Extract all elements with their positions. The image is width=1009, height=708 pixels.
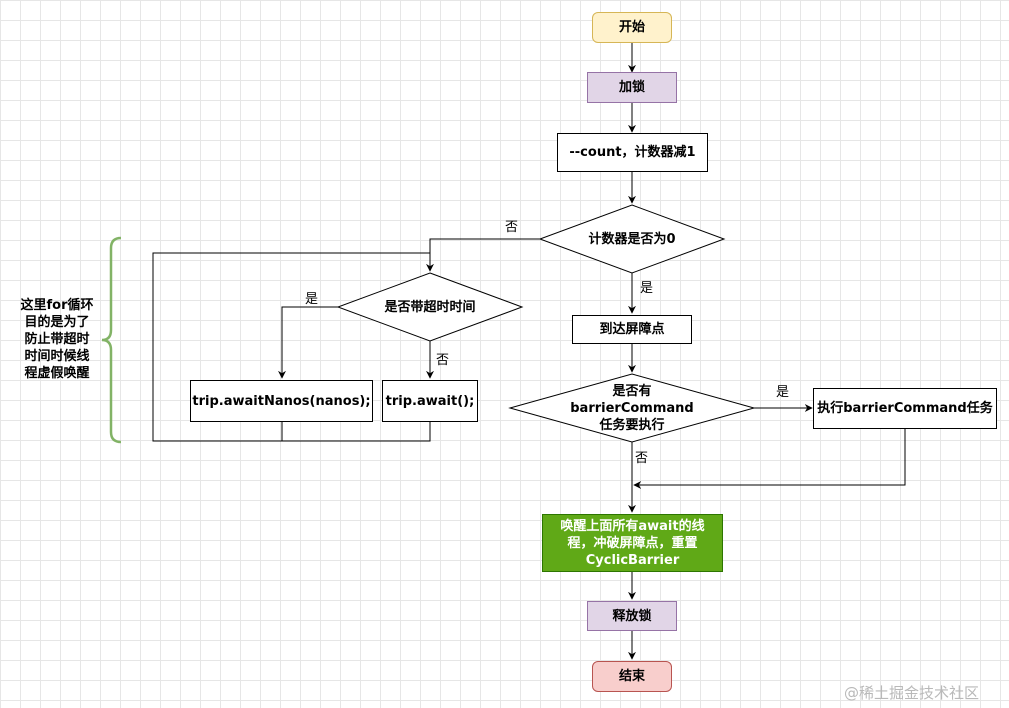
- brace-icon: [101, 236, 122, 444]
- release-lock-node: 释放锁: [587, 601, 677, 631]
- await-node: trip.await();: [382, 380, 478, 422]
- edge-label-timeout-no: 否: [436, 353, 450, 368]
- edge-label-zero-no: 否: [505, 220, 519, 235]
- count-decrement-node: --count，计数器减1: [557, 133, 708, 172]
- edge-await-join: [282, 422, 431, 442]
- await-nanos-node: trip.awaitNanos(nanos);: [190, 380, 373, 422]
- reach-barrier-node: 到达屏障点: [572, 315, 692, 344]
- edge-label-zero-yes: 是: [640, 281, 654, 296]
- watermark-text: @稀土掘金技术社区: [844, 684, 980, 702]
- edge-loop-back: [152, 252, 430, 442]
- edge-label-command-no: 否: [635, 451, 649, 466]
- edge-label-command-yes: 是: [776, 385, 790, 400]
- lock-node: 加锁: [587, 72, 677, 103]
- check-zero-label: 计数器是否为0: [588, 231, 676, 247]
- has-command-label: 是否有 barrierCommand 任务要执行: [570, 383, 694, 433]
- loop-explanation-note: 这里for循环 目的是为了 防止带超时 时间时候线 程虚假唤醒: [20, 298, 94, 381]
- edge-check-no-loop: [426, 238, 540, 272]
- start-node: 开始: [592, 12, 672, 43]
- edge-timeout-yes: [278, 306, 338, 379]
- timeout-check-label: 是否带超时时间: [384, 299, 476, 315]
- edge-exec-merge: [633, 429, 906, 489]
- end-node: 结束: [592, 661, 672, 692]
- exec-command-node: 执行barrierCommand任务: [813, 388, 997, 429]
- edge-label-timeout-yes: 是: [305, 292, 319, 307]
- wake-all-node: 唤醒上面所有await的线 程，冲破屏障点，重置 CyclicBarrier: [542, 514, 723, 572]
